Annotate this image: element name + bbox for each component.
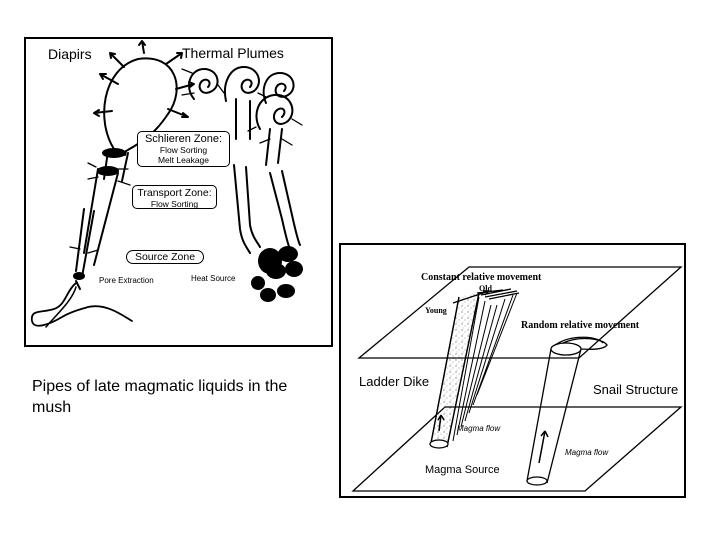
schlieren-zone-line1: Flow Sorting <box>159 145 208 155</box>
magma-flow-right-label: Magma flow <box>565 448 609 457</box>
diapirs-plumes-diagram: Diapirs Thermal Plumes Schlieren Zone: F… <box>24 37 333 347</box>
magma-source-label: Magma Source <box>425 464 500 476</box>
lower-plane <box>351 406 683 492</box>
schlieren-zone-box: Schlieren Zone: Flow Sorting Melt Leakag… <box>137 131 230 167</box>
ladder-dike-label: Ladder Dike <box>359 374 430 389</box>
thermal-plumes-title: Thermal Plumes <box>182 45 284 61</box>
source-zone-label: Source Zone <box>134 251 196 263</box>
transport-zone-title: Transport Zone: <box>137 187 212 199</box>
diapirs-title: Diapirs <box>48 46 92 62</box>
heat-source-blobs <box>251 246 303 302</box>
schlieren-zone-line2: Melt Leakage <box>157 155 210 165</box>
transport-zone-box: Transport Zone: Flow Sorting <box>132 185 217 209</box>
upper-plane <box>357 266 683 359</box>
plume-spirals <box>188 65 295 166</box>
pore-extraction-label: Pore Extraction <box>99 276 154 285</box>
ladder-dike-drawing <box>351 266 683 492</box>
old-label: Old <box>479 284 492 293</box>
magma-flow-left-label: Magma flow <box>457 424 501 433</box>
transport-zone-line1: Flow Sorting <box>150 199 199 209</box>
random-movement-label: Random relative movement <box>521 320 640 331</box>
source-zone-box: Source Zone <box>126 250 204 264</box>
ladder-dike-diagram: Constant relative movement Old Young Ran… <box>339 243 686 498</box>
slide-caption: Pipes of late magmatic liquids in the mu… <box>32 378 288 416</box>
schlieren-zone-title: Schlieren Zone: <box>144 133 223 145</box>
constant-movement-label: Constant relative movement <box>421 272 542 283</box>
young-label: Young <box>425 306 447 315</box>
snail-structure-label: Snail Structure <box>593 382 679 397</box>
diapirs-plumes-drawing <box>30 40 303 328</box>
heat-source-label: Heat Source <box>191 274 236 283</box>
